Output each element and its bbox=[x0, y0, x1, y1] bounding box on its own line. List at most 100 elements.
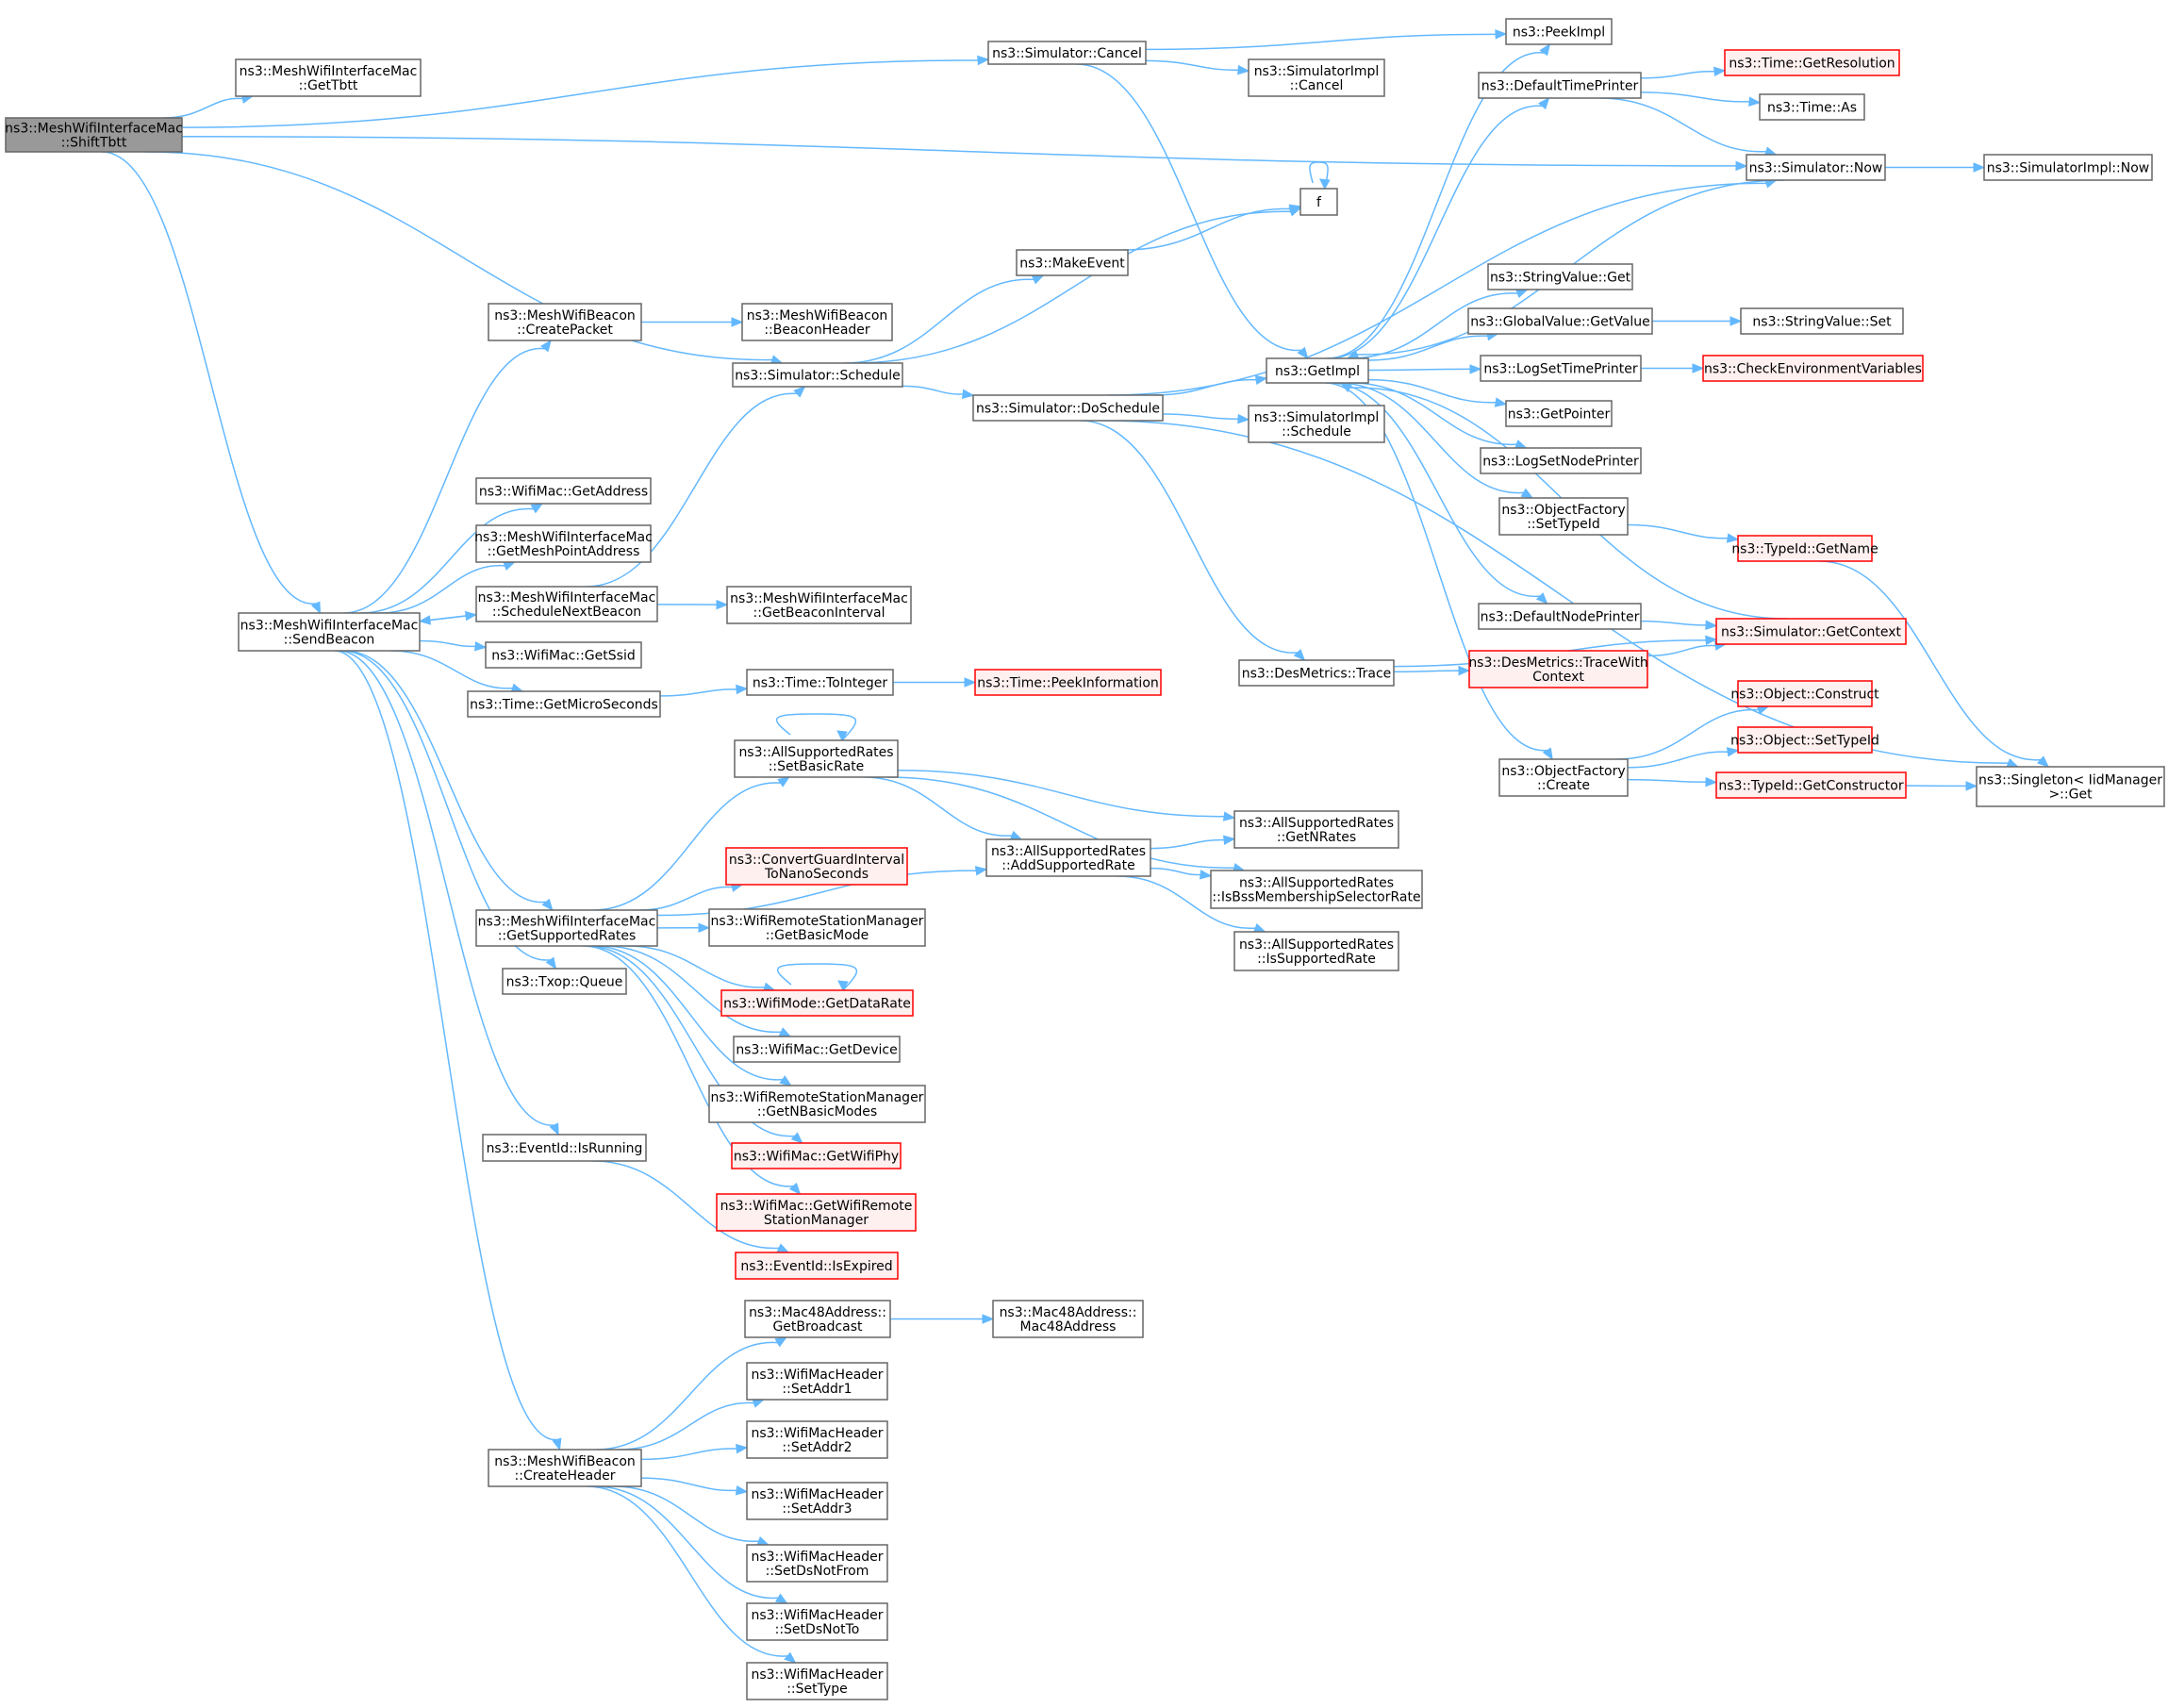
node-checkEnv[interactable]: ns3::CheckEnvironmentVariables bbox=[1702, 355, 1924, 382]
node-label: ns3::ObjectFactory bbox=[1501, 503, 1625, 518]
node-getImpl[interactable]: ns3::GetImpl bbox=[1266, 357, 1369, 384]
node-desMetricsTrace[interactable]: ns3::DesMetrics::Trace bbox=[1238, 659, 1395, 687]
node-scheduleNextBeacon[interactable]: ns3::MeshWifiInterfaceMac::ScheduleNextB… bbox=[475, 586, 658, 622]
node-getNRates[interactable]: ns3::AllSupportedRates::GetNRates bbox=[1233, 810, 1399, 849]
node-box bbox=[1238, 659, 1395, 687]
node-box bbox=[733, 1036, 901, 1063]
node-getDataRate[interactable]: ns3::WifiMode::GetDataRate bbox=[720, 989, 914, 1017]
edge-root-to-simCancel bbox=[181, 55, 990, 128]
node-label: ns3::GetImpl bbox=[1275, 364, 1360, 379]
node-label: ns3::AllSupportedRates bbox=[1239, 816, 1394, 831]
node-objFactoryCreate[interactable]: ns3::ObjectFactory::Create bbox=[1498, 758, 1629, 797]
node-getBasicMode[interactable]: ns3::WifiRemoteStationManager::GetBasicM… bbox=[708, 908, 926, 947]
node-getSsid[interactable]: ns3::WifiMac::GetSsid bbox=[485, 641, 642, 669]
node-objFactorySetTypeId[interactable]: ns3::ObjectFactory::SetTypeId bbox=[1498, 497, 1629, 536]
node-simCancel[interactable]: ns3::Simulator::Cancel bbox=[987, 41, 1147, 65]
node-defaultNodePrinter[interactable]: ns3::DefaultNodePrinter bbox=[1478, 603, 1642, 630]
node-logSetNodePrinter[interactable]: ns3::LogSetNodePrinter bbox=[1480, 447, 1642, 474]
node-makeEvent[interactable]: ns3::MakeEvent bbox=[1016, 249, 1129, 276]
edge-traceWithContext-to-simGetContext bbox=[1647, 640, 1728, 657]
node-box bbox=[1478, 72, 1642, 99]
node-box bbox=[741, 303, 893, 341]
node-isSupportedRate[interactable]: ns3::AllSupportedRates::IsSupportedRate bbox=[1233, 931, 1399, 971]
node-label: ns3::TypeId::GetName bbox=[1731, 542, 1878, 557]
node-getWifiRemote[interactable]: ns3::WifiMac::GetWifiRemoteStationManage… bbox=[716, 1193, 917, 1232]
node-label: ns3::GetPointer bbox=[1508, 407, 1611, 423]
node-sendBeacon[interactable]: ns3::MeshWifiInterfaceMac::SendBeacon bbox=[238, 612, 421, 652]
node-getBeaconInterval[interactable]: ns3::MeshWifiInterfaceMac::GetBeaconInte… bbox=[726, 586, 912, 624]
node-box bbox=[746, 669, 894, 696]
node-label: Context bbox=[1532, 670, 1584, 685]
node-simSchedule[interactable]: ns3::Simulator::Schedule bbox=[732, 362, 903, 388]
node-createPacket[interactable]: ns3::MeshWifiBeacon::CreatePacket bbox=[488, 303, 642, 341]
edge-simCancel-to-simImplCancel bbox=[1145, 59, 1250, 75]
node-timeGetResolution[interactable]: ns3::Time::GetResolution bbox=[1724, 49, 1900, 76]
node-simImplCancel[interactable]: ns3::SimulatorImpl::Cancel bbox=[1248, 58, 1385, 97]
node-label: ns3::Simulator::Schedule bbox=[735, 369, 901, 384]
node-timeAs[interactable]: ns3::Time::As bbox=[1759, 93, 1865, 121]
node-label: ToNanoSeconds bbox=[764, 867, 869, 882]
node-box bbox=[1976, 766, 2165, 807]
node-setDsNotFrom[interactable]: ns3::WifiMacHeader::SetDsNotFrom bbox=[746, 1544, 888, 1583]
edge-getImpl-to-getPointer bbox=[1367, 378, 1508, 407]
node-singletonGet[interactable]: ns3::Singleton< IidManager >::Get bbox=[1976, 766, 2165, 807]
node-peekImpl[interactable]: ns3::PeekImpl bbox=[1505, 18, 1613, 45]
node-peekInformation[interactable]: ns3::Time::PeekInformation bbox=[974, 669, 1162, 696]
node-getWifiPhy[interactable]: ns3::WifiMac::GetWifiPhy bbox=[731, 1142, 902, 1169]
node-txopQueue[interactable]: ns3::Txop::Queue bbox=[502, 968, 627, 995]
node-setAddr3[interactable]: ns3::WifiMacHeader::SetAddr3 bbox=[746, 1482, 888, 1520]
node-label: ::ShiftTbtt bbox=[61, 136, 127, 151]
node-setType[interactable]: ns3::WifiMacHeader::SetType bbox=[746, 1662, 888, 1700]
node-wifiMacGetAddress[interactable]: ns3::WifiMac::GetAddress bbox=[475, 477, 652, 505]
node-stringValueGet[interactable]: ns3::StringValue::Get bbox=[1487, 263, 1633, 290]
node-getDevice[interactable]: ns3::WifiMac::GetDevice bbox=[733, 1036, 901, 1063]
node-simImplSchedule[interactable]: ns3::SimulatorImpl::Schedule bbox=[1248, 405, 1385, 443]
node-root[interactable]: ns3::MeshWifiInterfaceMac::ShiftTbtt bbox=[5, 117, 183, 153]
node-simImplNow[interactable]: ns3::SimulatorImpl::Now bbox=[1983, 154, 2153, 181]
node-getMicroSeconds[interactable]: ns3::Time::GetMicroSeconds bbox=[467, 690, 661, 718]
edge-root-to-simSchedule bbox=[144, 151, 784, 365]
node-setAddr2[interactable]: ns3::WifiMacHeader::SetAddr2 bbox=[746, 1420, 888, 1459]
node-simGetContext[interactable]: ns3::Simulator::GetContext bbox=[1715, 618, 1907, 645]
node-box bbox=[1498, 497, 1629, 536]
node-isBssMembership[interactable]: ns3::AllSupportedRates::IsBssMembershipS… bbox=[1210, 870, 1423, 909]
node-getPointer[interactable]: ns3::GetPointer bbox=[1505, 400, 1613, 427]
node-createHeader[interactable]: ns3::MeshWifiBeacon::CreateHeader bbox=[488, 1449, 642, 1487]
node-getMeshPointAddress[interactable]: ns3::MeshWifiInterfaceMac::GetMeshPointA… bbox=[474, 524, 653, 563]
node-label: ns3::DesMetrics::Trace bbox=[1242, 667, 1392, 682]
node-objectSetTypeId[interactable]: ns3::Object::SetTypeId bbox=[1730, 726, 1879, 754]
node-beaconHeader[interactable]: ns3::MeshWifiBeacon::BeaconHeader bbox=[741, 303, 893, 341]
node-setDsNotTo[interactable]: ns3::WifiMacHeader::SetDsNotTo bbox=[746, 1602, 888, 1641]
node-isExpired[interactable]: ns3::EventId::IsExpired bbox=[735, 1252, 899, 1280]
node-getBroadcast[interactable]: ns3::Mac48Address::GetBroadcast bbox=[744, 1300, 891, 1338]
node-setBasicRate[interactable]: ns3::AllSupportedRates::SetBasicRate bbox=[734, 739, 899, 778]
node-getConstructor[interactable]: ns3::TypeId::GetConstructor bbox=[1715, 771, 1907, 799]
node-getNBasicModes[interactable]: ns3::WifiRemoteStationManager::GetNBasic… bbox=[708, 1085, 926, 1123]
node-getSupportedRates[interactable]: ns3::MeshWifiInterfaceMac::GetSupportedR… bbox=[475, 909, 658, 947]
edge-createHeader-to-setAddr2 bbox=[640, 1443, 749, 1461]
node-stringValueSet[interactable]: ns3::StringValue::Set bbox=[1740, 307, 1904, 335]
node-objectConstruct[interactable]: ns3::Object::Construct bbox=[1730, 680, 1879, 707]
node-getTbtt[interactable]: ns3::MeshWifiInterfaceMac::GetTbtt bbox=[235, 58, 422, 97]
node-addSupportedRate[interactable]: ns3::AllSupportedRates::AddSupportedRate bbox=[985, 838, 1151, 877]
edge-addSupportedRate-to-isBssMembership bbox=[1150, 867, 1213, 880]
node-box bbox=[1759, 93, 1865, 121]
node-label: ns3::Simulator::GetContext bbox=[1721, 625, 1902, 640]
node-simDoSchedule[interactable]: ns3::Simulator::DoSchedule bbox=[972, 394, 1164, 422]
node-defaultTimePrinter[interactable]: ns3::DefaultTimePrinter bbox=[1478, 72, 1642, 99]
node-simNow[interactable]: ns3::Simulator::Now bbox=[1746, 154, 1886, 181]
node-label: ns3::AllSupportedRates bbox=[738, 745, 893, 760]
node-box bbox=[734, 739, 899, 778]
node-typeIdGetName[interactable]: ns3::TypeId::GetName bbox=[1731, 535, 1878, 562]
node-setAddr1[interactable]: ns3::WifiMacHeader::SetAddr1 bbox=[746, 1362, 888, 1401]
node-toInteger[interactable]: ns3::Time::ToInteger bbox=[746, 669, 894, 696]
node-mac48Address[interactable]: ns3::Mac48Address::Mac48Address bbox=[992, 1300, 1144, 1338]
edge-getSupportedRates-to-getBasicMode bbox=[656, 922, 711, 933]
node-f[interactable]: f bbox=[1299, 188, 1338, 216]
node-logSetTimePrinter[interactable]: ns3::LogSetTimePrinter bbox=[1480, 355, 1642, 382]
node-box bbox=[1016, 249, 1129, 276]
node-isRunning[interactable]: ns3::EventId::IsRunning bbox=[482, 1134, 647, 1162]
node-globalValueGetValue[interactable]: ns3::GlobalValue::GetValue bbox=[1467, 307, 1653, 335]
